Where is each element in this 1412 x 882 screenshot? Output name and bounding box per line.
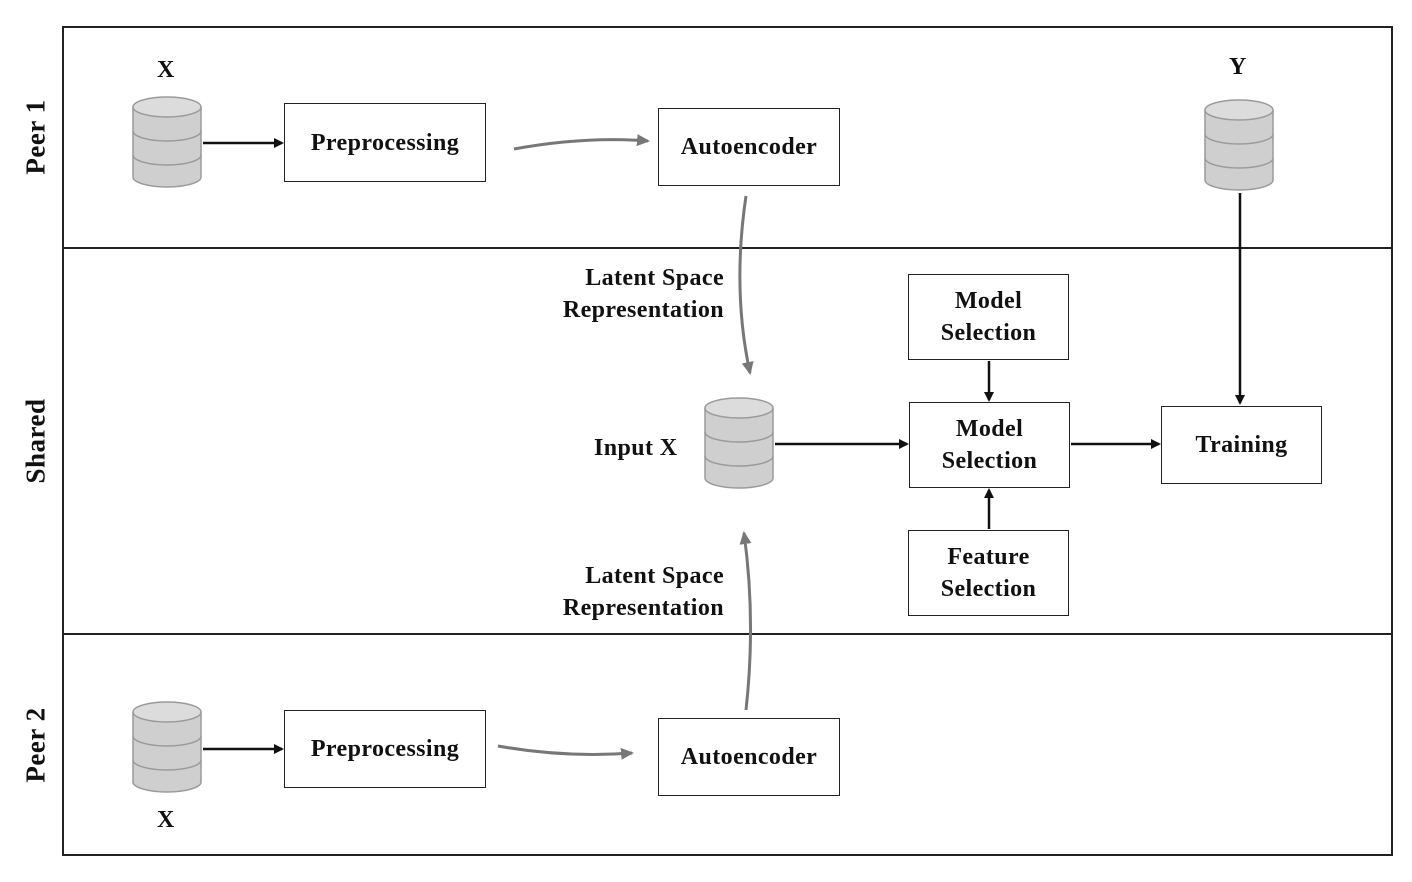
- peer1-preprocessing-box: Preprocessing: [284, 103, 486, 182]
- model-selection-center-box: Model Selection: [909, 402, 1070, 488]
- latent-space-label-top: Latent Space Representation: [524, 262, 724, 326]
- peer2-x-database-icon: [132, 701, 202, 793]
- peer1-x-label: X: [157, 57, 175, 83]
- model-selection-top-line1: Model: [954, 288, 1023, 314]
- model-selection-center-line1: Model: [955, 416, 1024, 442]
- lane-label-peer2: Peer 2: [20, 707, 51, 783]
- lane-label-shared: Shared: [20, 398, 51, 484]
- lane-label-peer1: Peer 1: [20, 99, 51, 175]
- feature-selection-line2: Selection: [940, 576, 1037, 602]
- model-selection-center-line2: Selection: [941, 448, 1038, 474]
- latent-space-label-bottom-line2: Representation: [562, 595, 724, 621]
- model-selection-top-box: Model Selection: [908, 274, 1069, 360]
- latent-space-label-top-line1: Latent Space: [585, 265, 724, 291]
- shared-input-database-icon: [704, 397, 774, 489]
- feature-selection-box: Feature Selection: [908, 530, 1069, 616]
- latent-space-label-bottom: Latent Space Representation: [524, 560, 724, 624]
- latent-space-label-bottom-line1: Latent Space: [585, 563, 724, 589]
- training-box: Training: [1161, 406, 1322, 484]
- peer1-x-database-icon: [132, 96, 202, 188]
- peer1-y-database-icon: [1204, 99, 1274, 191]
- peer1-autoencoder-box: Autoencoder: [658, 108, 840, 186]
- peer2-preprocessing-box: Preprocessing: [284, 710, 486, 788]
- model-selection-top-line2: Selection: [940, 320, 1037, 346]
- input-x-label: Input X: [594, 435, 678, 461]
- peer2-x-label: X: [157, 807, 175, 833]
- feature-selection-line1: Feature: [947, 544, 1030, 570]
- latent-space-label-top-line2: Representation: [562, 297, 724, 323]
- peer2-autoencoder-box: Autoencoder: [658, 718, 840, 796]
- peer1-y-label: Y: [1229, 54, 1247, 80]
